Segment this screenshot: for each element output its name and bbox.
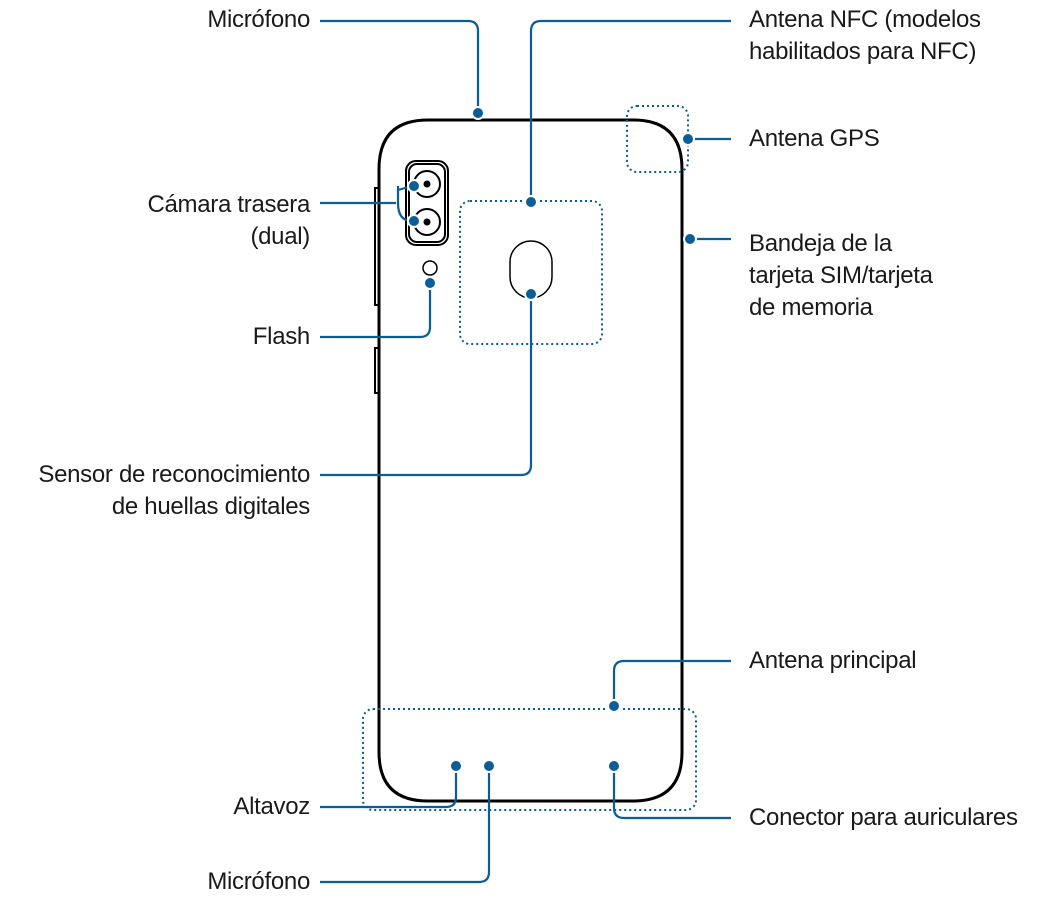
leader-main-antenna — [612, 659, 731, 706]
label-text: Antena NFC (modelos — [749, 6, 981, 33]
flash-icon — [422, 260, 438, 276]
volume-button — [374, 187, 379, 306]
leader-mic-bottom — [320, 766, 491, 884]
label-text: Antena principal — [749, 647, 917, 674]
leader-camera — [320, 184, 413, 223]
leader-nfc — [529, 19, 731, 202]
label-text: (dual) — [250, 223, 310, 250]
label-headphone-jack: Conector para auriculares — [749, 802, 1018, 834]
label-text: Flash — [252, 323, 311, 350]
label-main-antenna: Antena principal — [749, 645, 917, 677]
label-text: Conector para auriculares — [749, 804, 1018, 831]
dot-camera-bottom — [407, 214, 421, 228]
label-text: Bandeja de la — [749, 230, 892, 257]
label-text: Micrófono — [207, 6, 310, 33]
label-text: de huellas digitales — [111, 493, 310, 520]
label-rear-camera: Cámara trasera (dual) — [147, 189, 310, 253]
label-speaker: Altavoz — [233, 791, 310, 823]
dot-flash — [423, 276, 437, 290]
label-text: tarjeta SIM/tarjeta — [749, 262, 933, 289]
label-text: habilitados para NFC) — [749, 38, 977, 65]
dot-fingerprint — [524, 287, 538, 301]
main-antenna-region — [362, 708, 697, 811]
leader-fingerprint — [320, 294, 533, 477]
label-gps-antenna: Antena GPS — [749, 123, 880, 155]
rear-camera-module — [405, 160, 449, 246]
leader-headphone — [612, 766, 731, 820]
leader-lines — [320, 19, 731, 884]
dot-camera-top — [407, 179, 421, 193]
leader-mic-top — [320, 19, 480, 113]
dot-headphone — [607, 759, 621, 773]
label-microphone-top: Micrófono — [207, 4, 310, 36]
leader-flash — [320, 283, 432, 339]
label-flash: Flash — [252, 321, 311, 353]
label-sim-tray: Bandeja de la tarjeta SIM/tarjeta de mem… — [749, 228, 933, 324]
leader-dots — [407, 106, 697, 773]
power-button — [374, 347, 379, 394]
label-nfc-antenna: Antena NFC (modelos habilitados para NFC… — [749, 4, 981, 68]
dot-mic-top — [471, 106, 485, 120]
label-text: Cámara trasera — [147, 191, 310, 218]
side-buttons — [374, 187, 379, 394]
label-text: Antena GPS — [749, 125, 880, 152]
label-text: de memoria — [749, 294, 873, 321]
label-text: Sensor de reconocimiento — [38, 461, 310, 488]
dot-mic-bottom — [482, 759, 496, 773]
phone-body — [377, 118, 684, 803]
dot-sim — [683, 232, 697, 246]
label-microphone-bottom: Micrófono — [207, 866, 310, 898]
gps-antenna-region — [626, 105, 689, 173]
dot-speaker — [449, 759, 463, 773]
antenna-regions — [362, 105, 697, 811]
leader-speaker — [320, 766, 458, 809]
dot-main-antenna — [607, 699, 621, 713]
label-fingerprint-sensor: Sensor de reconocimiento de huellas digi… — [38, 459, 310, 523]
label-text: Altavoz — [233, 793, 310, 820]
dot-gps — [681, 132, 695, 146]
label-text: Micrófono — [207, 868, 310, 895]
dot-nfc — [524, 195, 538, 209]
